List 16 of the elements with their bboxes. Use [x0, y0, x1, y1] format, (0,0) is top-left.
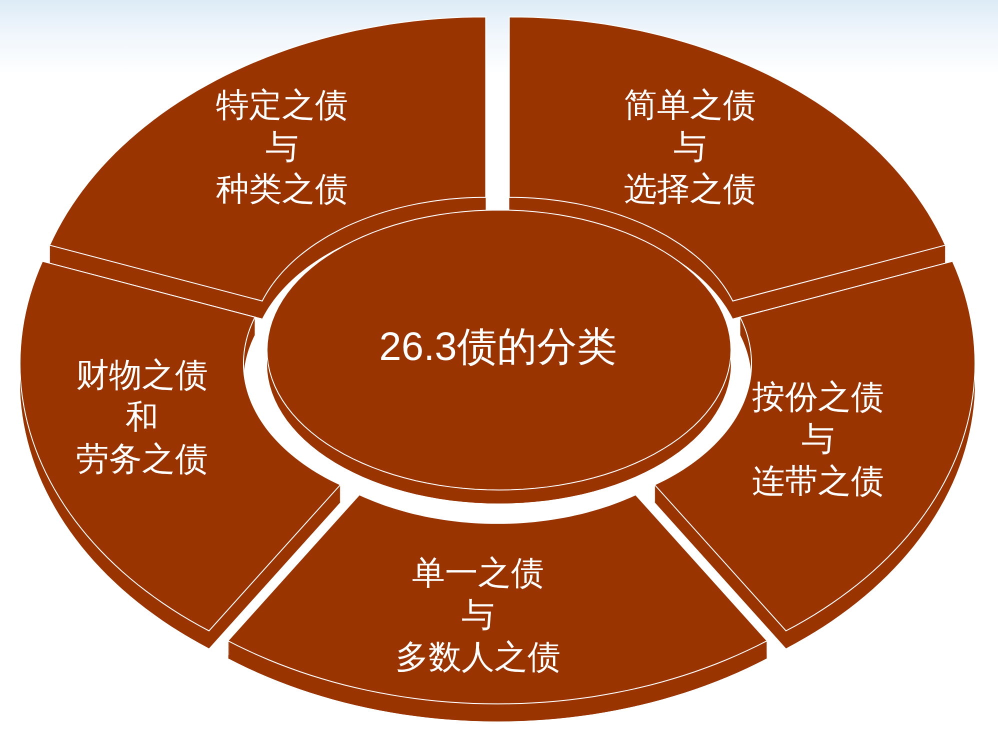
segment-label: 与: [802, 421, 834, 460]
segment-label: 多数人之债: [396, 639, 560, 678]
segment-label: 连带之债: [752, 463, 884, 502]
segment-label: 与: [462, 597, 494, 636]
segment-label: 按份之债: [752, 379, 884, 418]
segment-label: 种类之债: [216, 171, 348, 210]
segment-label: 财物之债: [76, 357, 208, 396]
segment-label: 特定之债: [216, 87, 348, 126]
segment-label: 与: [674, 129, 706, 168]
hub-label: 26.3债的分类: [379, 324, 617, 371]
segment-label: 与: [266, 129, 298, 168]
segment-label: 选择之债: [624, 171, 756, 210]
segment-label: 简单之债: [624, 87, 756, 126]
segment-label: 和: [126, 399, 158, 438]
segment-label: 劳务之债: [76, 441, 208, 480]
segment-label: 单一之债: [412, 555, 544, 594]
